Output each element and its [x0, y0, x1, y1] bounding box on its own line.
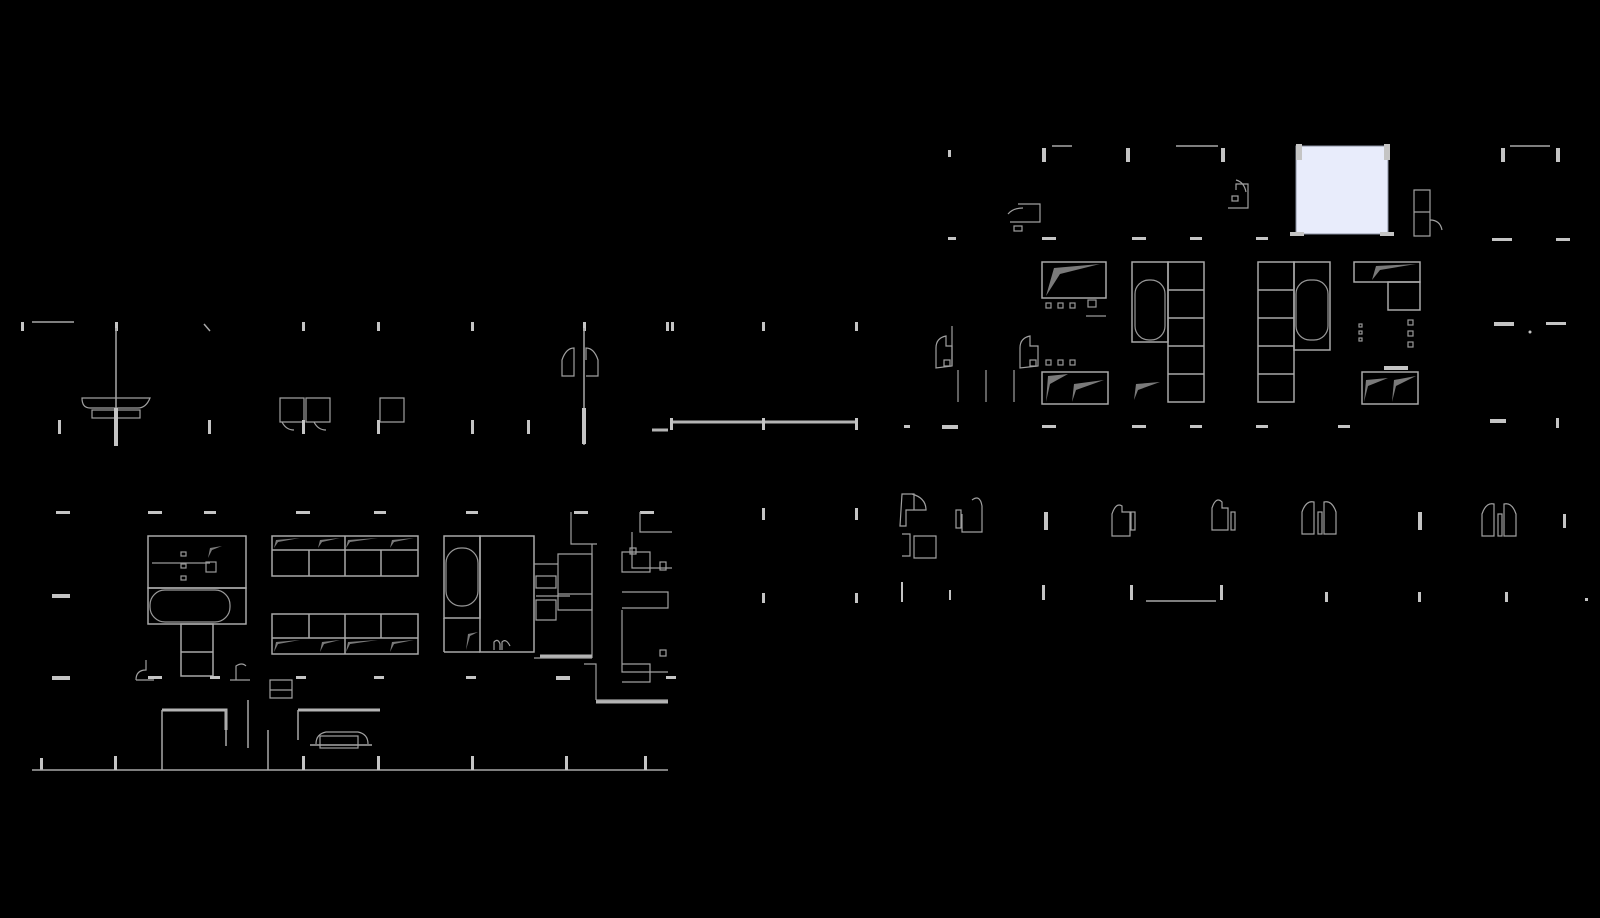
columns-row3 — [904, 425, 1350, 429]
east-wing — [899, 144, 1588, 602]
columns-row2 — [948, 237, 1570, 241]
restroom-row-east — [899, 493, 1517, 559]
columns-top — [948, 145, 1560, 162]
columns-top-west — [21, 321, 858, 445]
west-wing — [21, 321, 858, 771]
restroom-cluster — [1007, 179, 1443, 237]
restroom-mid — [935, 326, 1039, 402]
columns-bottom-west — [32, 756, 668, 771]
selected-room[interactable] — [1295, 145, 1389, 235]
restroom-row-west — [81, 347, 599, 431]
lower-offices-west — [161, 679, 380, 770]
core-block-2 — [271, 535, 419, 655]
stair-elevator-core — [1041, 261, 1421, 405]
columns-row-west — [56, 508, 858, 520]
restroom-complex-west — [534, 512, 672, 701]
core-block-1 — [135, 535, 250, 681]
core-block-3 — [443, 535, 535, 653]
columns-row-west-3 — [52, 676, 676, 680]
columns-bottom-east — [901, 582, 1588, 602]
